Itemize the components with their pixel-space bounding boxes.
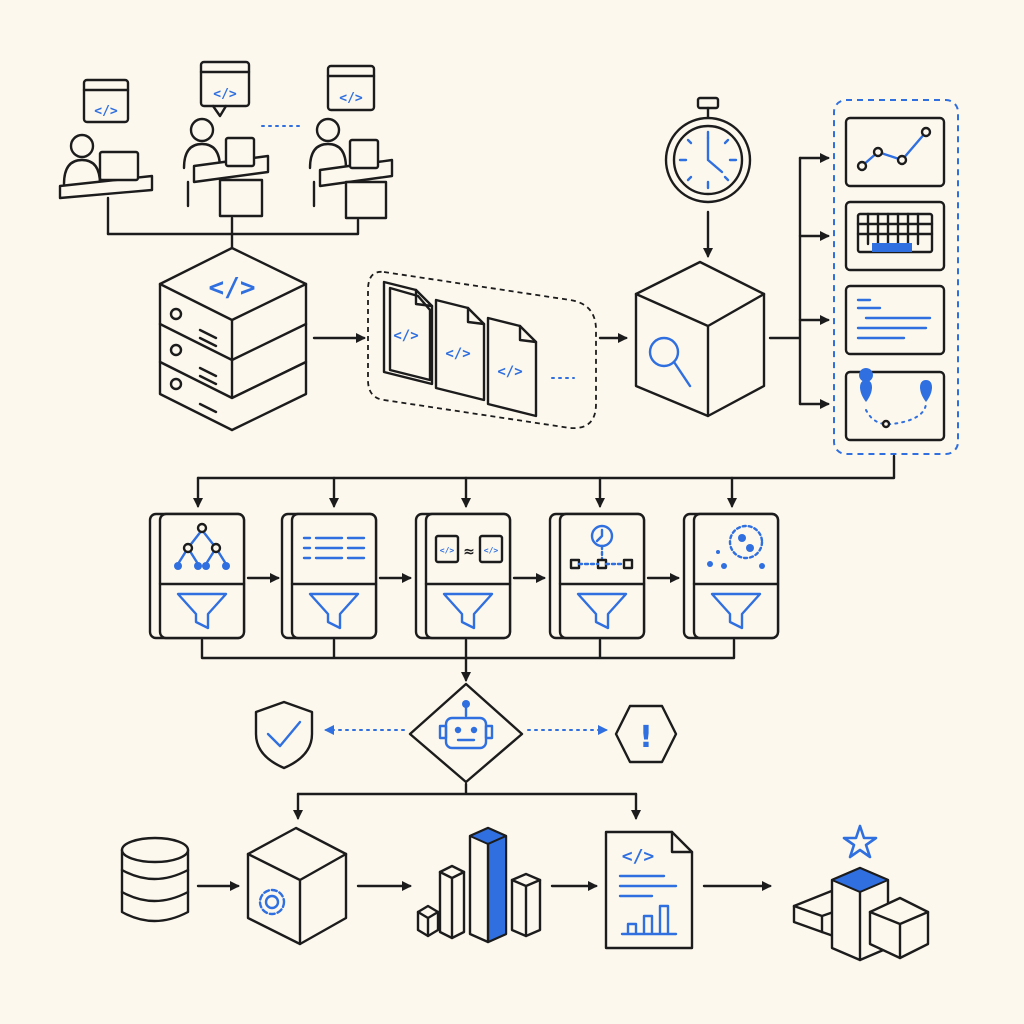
leaderboard-podium-icon <box>792 824 930 962</box>
keyboard-icon <box>844 200 946 272</box>
repository-code-label: </> <box>209 273 256 303</box>
text-lines-icon <box>844 284 946 356</box>
gear-cube <box>246 826 348 946</box>
code-bubble-label: </> <box>94 104 118 119</box>
report-document-icon: </> <box>604 830 694 950</box>
filter-card-code-compare: </> </> ≈ <box>414 512 512 640</box>
route-map-icon <box>844 368 946 442</box>
filter-card-cluster <box>682 512 780 640</box>
code-server-stack: </> <box>158 246 308 432</box>
stopwatch-icon <box>664 96 752 204</box>
approx-symbol: ≈ <box>463 544 475 560</box>
bar-chart-icon <box>416 826 542 944</box>
svg-text:</>: </> <box>440 546 455 555</box>
code-bubble-label: </> <box>339 91 363 106</box>
shield-check-icon <box>254 700 314 770</box>
filters-to-judge-connector <box>200 638 736 660</box>
judge-to-pipeline-connector <box>296 782 638 796</box>
developer-2: </> <box>182 60 270 218</box>
robot-judge <box>408 682 524 784</box>
report-code-label: </> <box>622 846 655 867</box>
database-icon <box>120 836 190 923</box>
outputs-to-filters-connector <box>196 454 896 480</box>
warning-hexagon-icon: ! <box>614 704 678 764</box>
filter-card-tree <box>148 512 246 640</box>
line-chart-icon <box>844 116 946 188</box>
filter-card-timing <box>548 512 646 640</box>
outputs-panel <box>833 99 959 455</box>
svg-text:</>: </> <box>393 328 418 344</box>
svg-text:</>: </> <box>497 364 522 380</box>
filter-card-list <box>280 512 378 640</box>
warning-mark: ! <box>639 720 653 755</box>
analyzer-fanout <box>768 156 802 406</box>
svg-text:</>: </> <box>484 546 499 555</box>
developer-1: </> <box>58 78 154 236</box>
code-bubble-label: </> <box>213 87 237 102</box>
developer-3: </> <box>308 64 394 220</box>
snapshot-files: </> </> </> <box>367 270 597 429</box>
magnifier-cube <box>634 260 766 418</box>
svg-text:</>: </> <box>445 346 470 362</box>
